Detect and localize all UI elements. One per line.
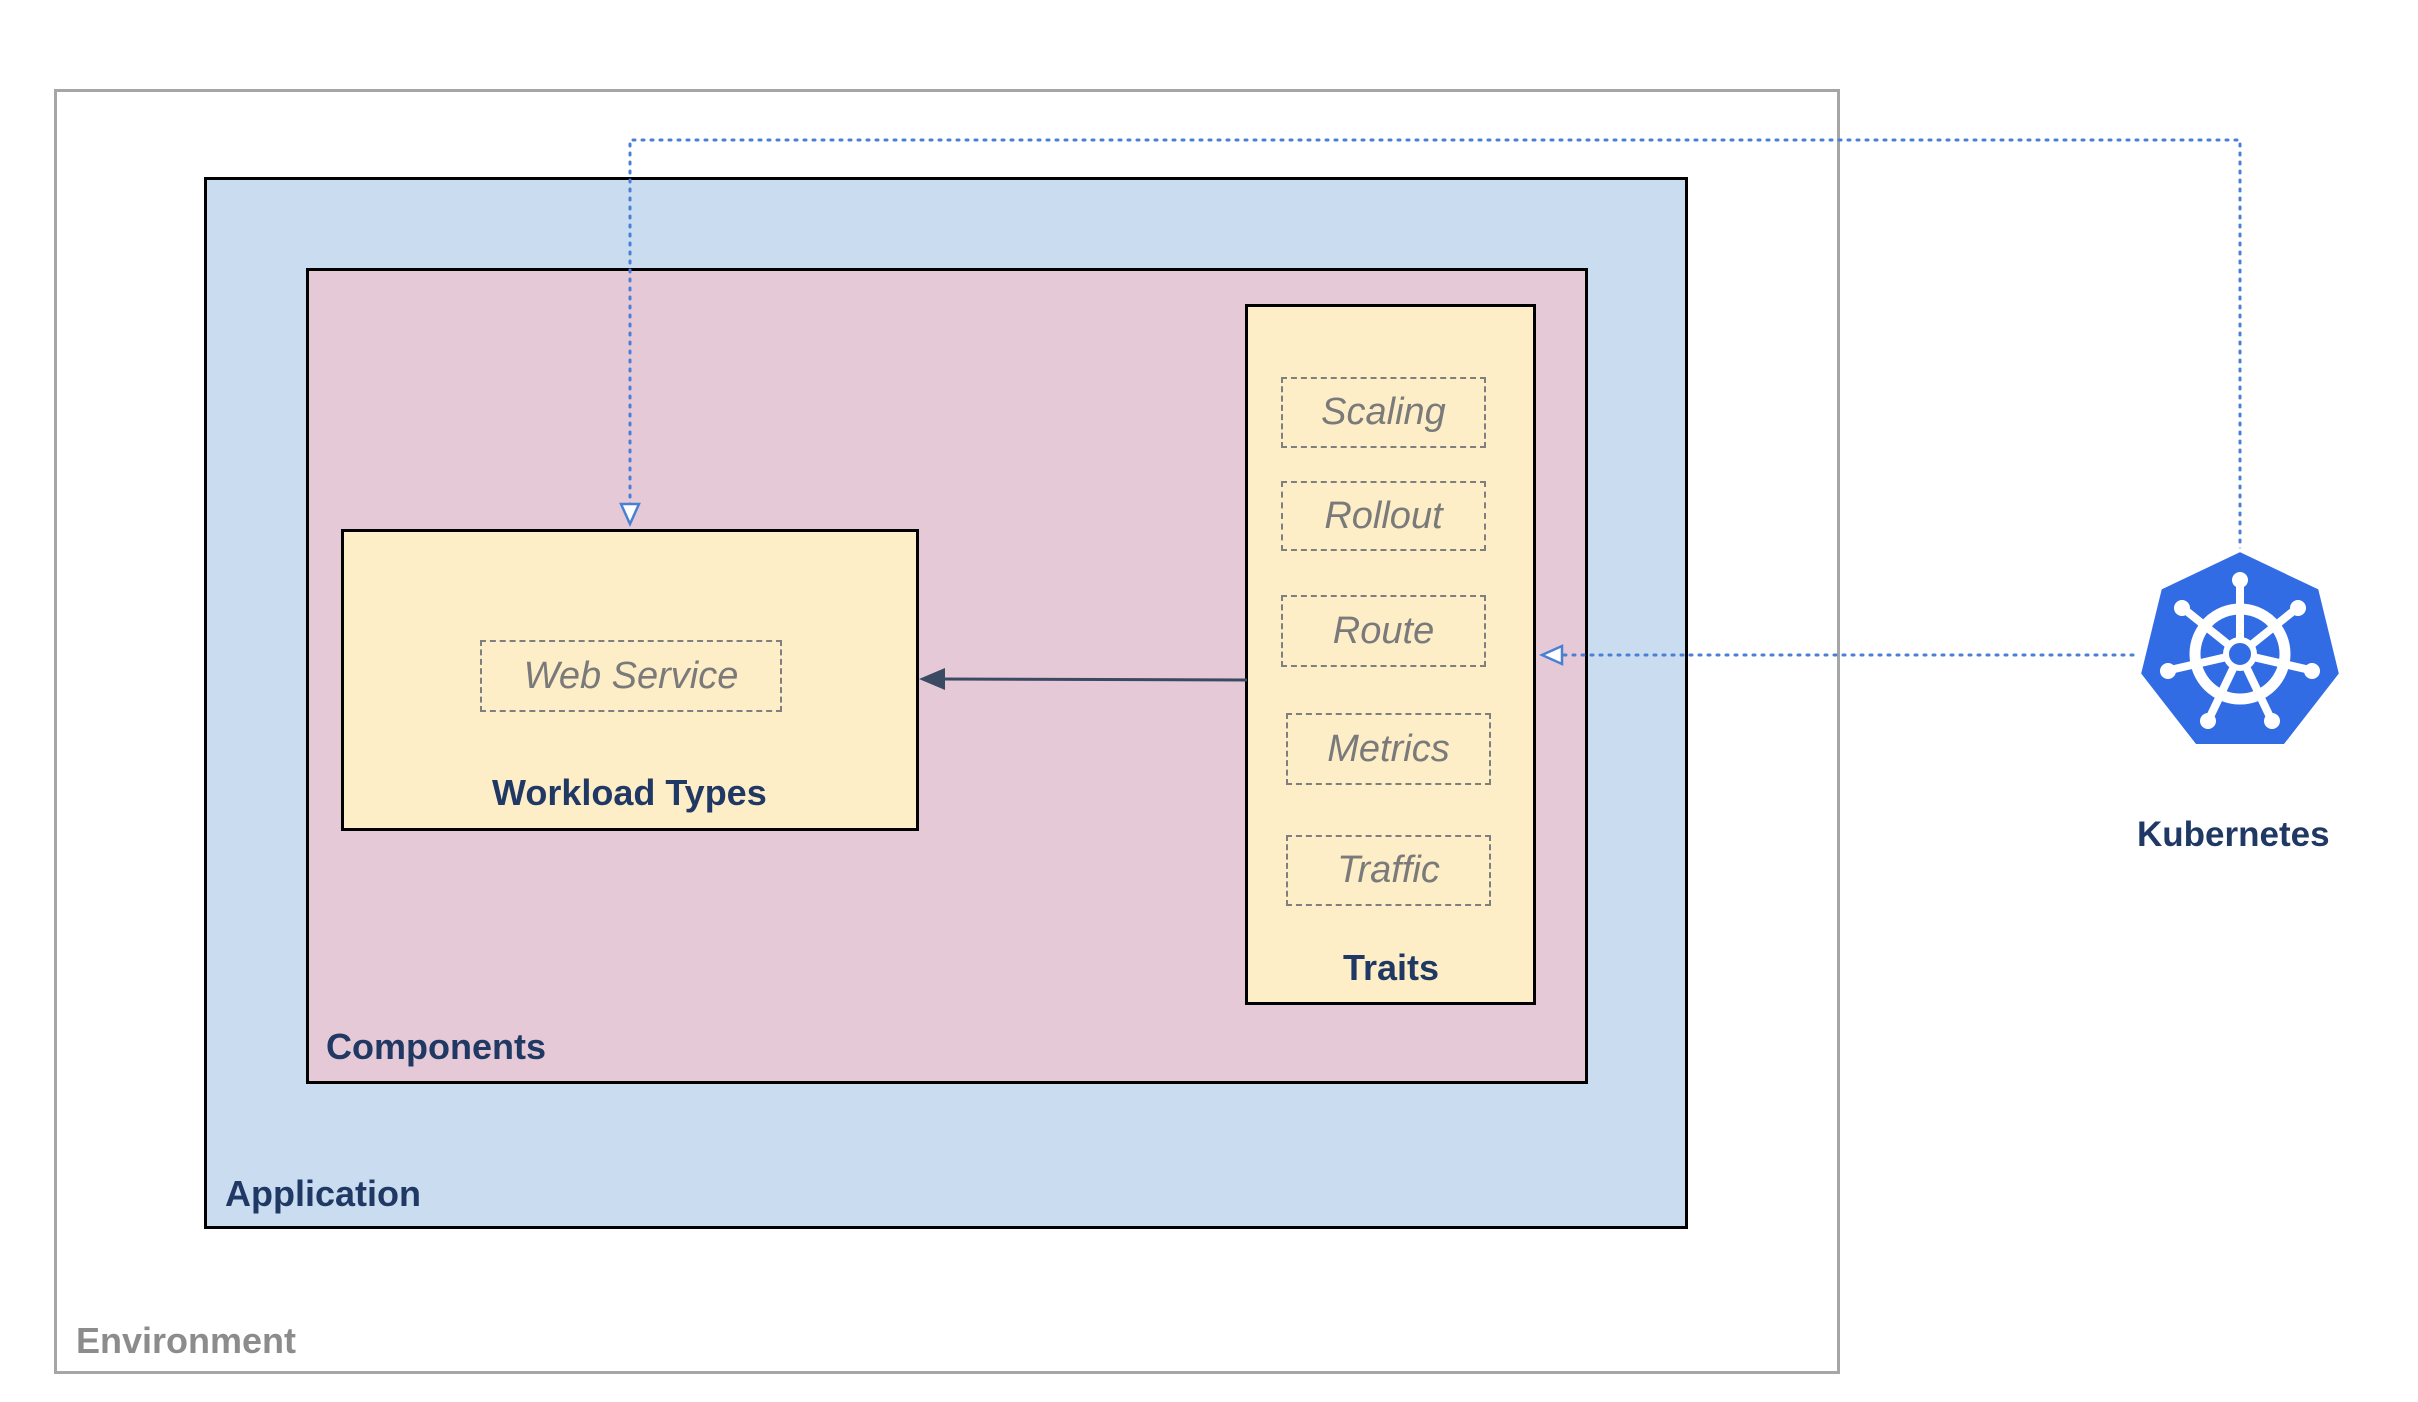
kubernetes-helm-icon bbox=[2137, 548, 2343, 748]
traits-to-workload-arrow bbox=[919, 668, 1248, 690]
trait-item-scaling: Scaling bbox=[1281, 377, 1486, 448]
kubernetes-to-workload-connector bbox=[619, 138, 2242, 562]
trait-item-route: Route bbox=[1281, 595, 1486, 667]
kubernetes-label: Kubernetes bbox=[2137, 815, 2330, 854]
kubernetes-to-traits-connector bbox=[1538, 644, 2135, 666]
environment-label: Environment bbox=[76, 1320, 297, 1361]
trait-item-metrics: Metrics bbox=[1286, 713, 1491, 785]
workload-types-box bbox=[341, 529, 919, 831]
traits-label: Traits bbox=[1343, 947, 1440, 988]
workload-types-label: Workload Types bbox=[492, 772, 767, 813]
traits-box bbox=[1245, 304, 1536, 1005]
components-label: Components bbox=[326, 1026, 546, 1067]
trait-item-rollout: Rollout bbox=[1281, 481, 1486, 551]
application-label: Application bbox=[225, 1173, 421, 1214]
trait-item-traffic: Traffic bbox=[1286, 835, 1491, 906]
workload-item-web-service: Web Service bbox=[480, 640, 782, 712]
